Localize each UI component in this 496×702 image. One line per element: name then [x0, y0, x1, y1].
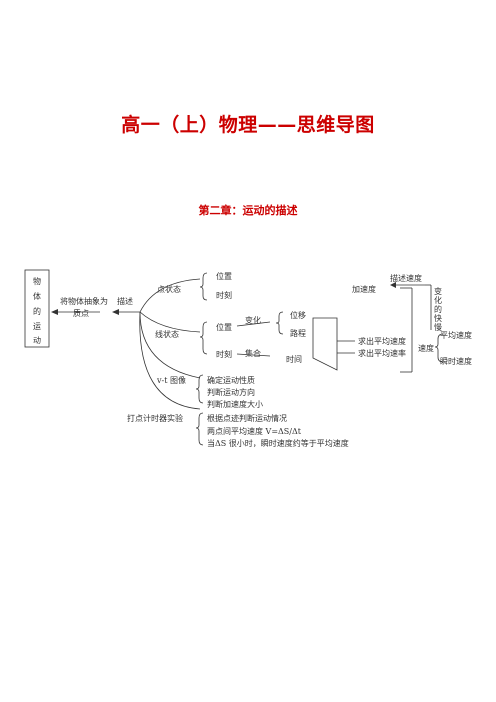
point-state-label: 点状态	[157, 284, 181, 294]
vt-item-3: 判断加速度大小	[207, 399, 263, 409]
velocity-label: 速度	[418, 343, 434, 353]
abstract-label-2: 质点	[73, 308, 89, 318]
rate-char-3: 的	[434, 304, 442, 314]
acceleration-label: 加速度	[352, 284, 376, 294]
hub-curve-segment-state	[139, 311, 201, 333]
set-label: 集合	[245, 348, 261, 358]
vt-item-2: 判断运动方向	[207, 387, 255, 397]
root-box	[24, 269, 50, 348]
inst-velocity-label: 瞬时速度	[440, 356, 472, 366]
root-char-5: 动	[33, 335, 41, 345]
root-char-1: 物	[33, 276, 41, 286]
page-title: 高一（上）物理——思维导图	[121, 114, 375, 136]
root-char-2: 体	[33, 291, 41, 301]
root-char-3: 的	[33, 306, 41, 316]
rate-char-1: 变	[434, 286, 442, 296]
position2-label: 位置	[216, 322, 232, 332]
timer-item-2: 两点间平均速度 V=ΔS/Δt	[207, 426, 302, 436]
timer-item-1: 根据点迹判断运动情况	[207, 413, 287, 423]
vt-brace	[195, 374, 204, 404]
time-interval-label: 时间	[286, 354, 302, 364]
describe-velocity-label: 描述速度	[390, 273, 422, 283]
avg-speed-calc-label: 求出平均速率	[358, 348, 406, 358]
set-underline	[236, 353, 271, 357]
rate-char-2: 化	[434, 295, 442, 305]
hub-curve-timer	[139, 311, 201, 410]
segment-state-brace	[199, 321, 208, 355]
hub-curve-point-state	[139, 278, 201, 313]
timer-experiment-label: 打点计时器实验	[127, 413, 183, 423]
rate-char-4: 快	[434, 313, 442, 323]
change-underline	[236, 321, 271, 327]
avg-velocity-calc-label: 求出平均速度	[358, 336, 406, 346]
velocity-brace	[434, 333, 444, 363]
avg-velocity-label: 平均速度	[440, 330, 472, 340]
chapter-subtitle: 第二章：运动的描述	[198, 204, 298, 217]
describe-label: 描述	[117, 296, 133, 306]
root-char-4: 运	[33, 322, 41, 331]
point-state-brace	[199, 272, 208, 301]
hub-curve-vt	[139, 311, 201, 379]
abstract-label-1: 将物体抽象为	[60, 296, 108, 306]
change-brace	[275, 311, 284, 335]
funnel-shape	[312, 317, 338, 371]
change-label: 变化	[245, 315, 261, 325]
moment-label: 时刻	[216, 290, 232, 300]
moment2-label: 时刻	[216, 349, 232, 359]
rate-char-5: 慢	[434, 322, 442, 332]
describe-arrowhead	[112, 309, 119, 315]
abstract-arrowhead	[51, 309, 58, 315]
vt-item-1: 确定运动性质	[207, 375, 255, 385]
timer-item-3: 当ΔS 很小时，瞬时速度约等于平均速度	[207, 438, 349, 448]
segment-state-label: 线状态	[155, 329, 179, 339]
displacement-label: 位移	[290, 310, 306, 320]
vt-graph-label: v-t 图像	[156, 375, 186, 385]
position-label: 位置	[216, 271, 232, 281]
acceleration-arrowhead	[390, 282, 396, 288]
path-label: 路程	[290, 328, 306, 338]
timer-brace	[195, 412, 204, 446]
